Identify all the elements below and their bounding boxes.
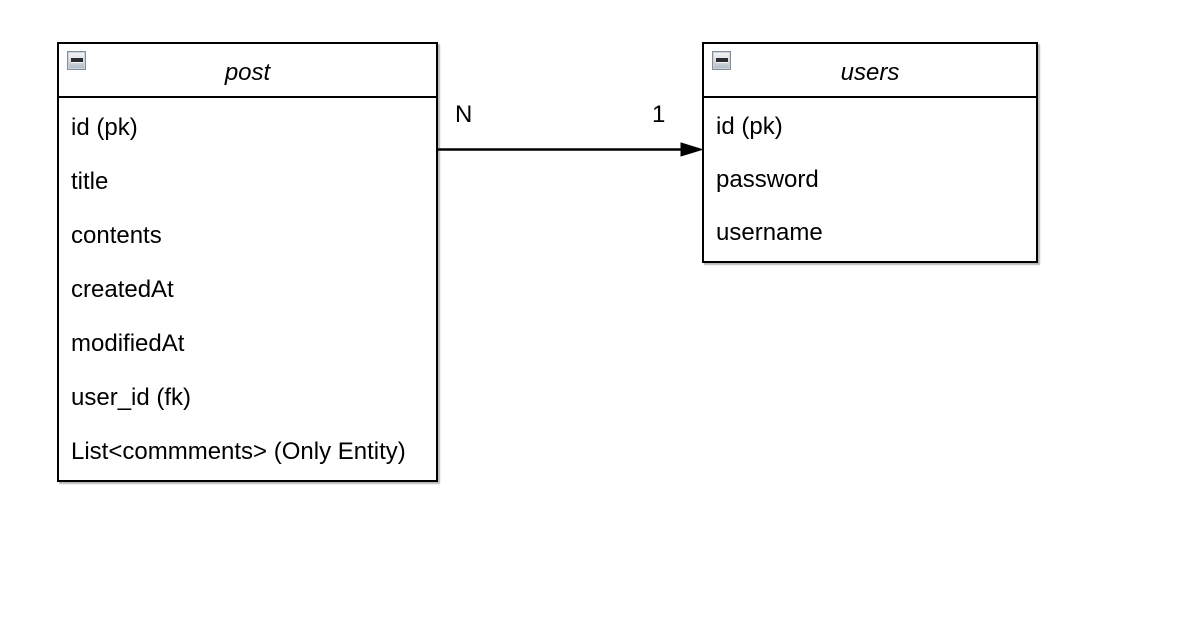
field-row[interactable]: password xyxy=(704,151,1036,204)
field-label: createdAt xyxy=(71,275,174,303)
field-row[interactable]: username xyxy=(704,204,1036,257)
relationship-arrow[interactable] xyxy=(437,133,703,166)
table-title-post: post xyxy=(224,59,271,86)
field-row[interactable]: id (pk) xyxy=(59,98,436,152)
field-row[interactable]: modifiedAt xyxy=(59,314,436,368)
field-row[interactable]: createdAt xyxy=(59,260,436,314)
field-row[interactable]: user_id (fk) xyxy=(59,368,436,422)
table-header-post[interactable]: post xyxy=(59,44,436,98)
collapse-minus-icon[interactable] xyxy=(67,51,86,70)
field-label: title xyxy=(71,167,109,195)
cardinality-label-1[interactable]: 1 xyxy=(652,101,666,128)
table-body-users: id (pk) password username xyxy=(704,98,1036,257)
field-label: user_id (fk) xyxy=(71,383,192,411)
field-row[interactable]: List<commments> (Only Entity) xyxy=(59,422,436,476)
cardinality-label-n[interactable]: N xyxy=(455,101,473,128)
field-row[interactable]: contents xyxy=(59,206,436,260)
entity-table-users[interactable]: users id (pk) password username xyxy=(702,42,1038,263)
field-label: modifiedAt xyxy=(71,329,185,357)
field-label: username xyxy=(716,219,823,246)
field-label: id (pk) xyxy=(716,113,783,140)
field-label: id (pk) xyxy=(71,113,138,141)
table-title-users: users xyxy=(840,59,900,86)
field-label: password xyxy=(716,166,819,193)
entity-table-post[interactable]: post id (pk) title contents createdAt modifi… xyxy=(57,42,438,482)
table-body-post: id (pk) title contents createdAt modifiedAt u… xyxy=(59,98,436,476)
field-row[interactable]: id (pk) xyxy=(704,98,1036,151)
collapse-minus-icon[interactable] xyxy=(712,51,731,70)
field-row[interactable]: title xyxy=(59,152,436,206)
field-label: contents xyxy=(71,221,162,249)
field-label: List<commments> (Only Entity) xyxy=(71,437,406,465)
table-header-users[interactable]: users xyxy=(704,44,1036,98)
